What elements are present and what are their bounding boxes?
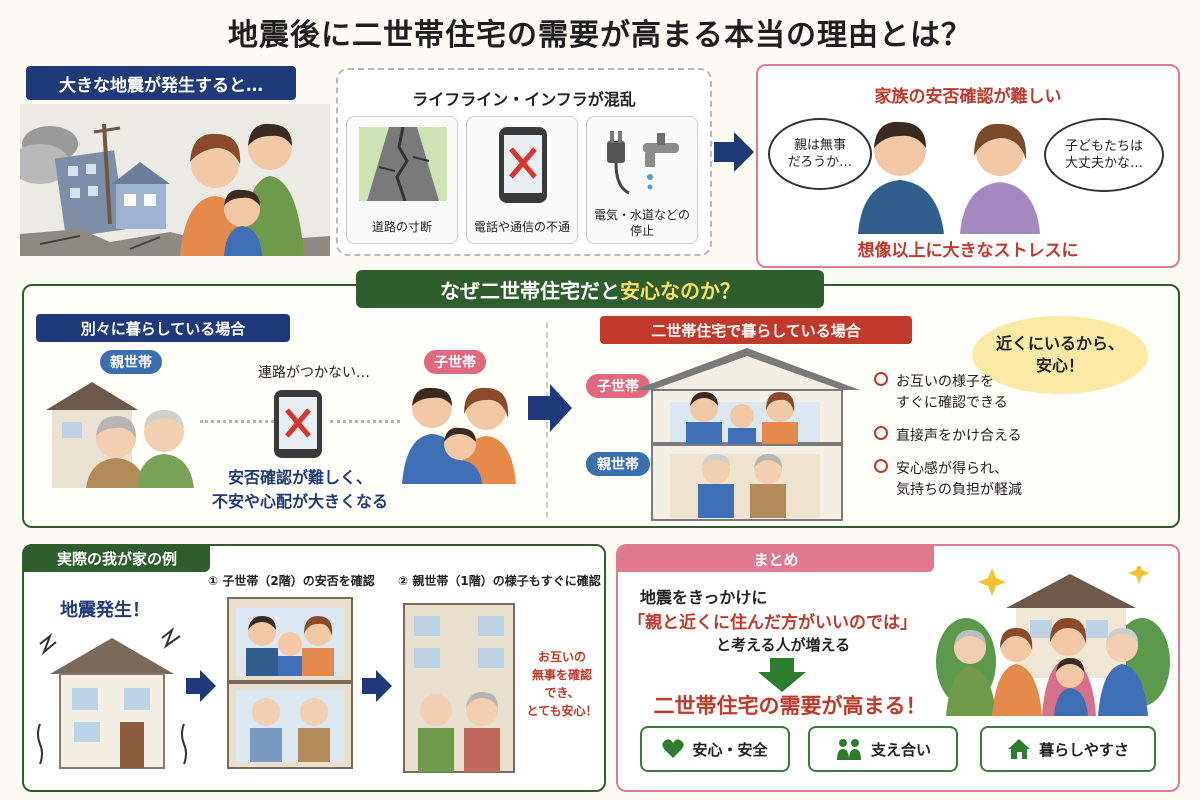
hands-people-icon — [836, 739, 861, 760]
benefit-item: 直接声をかけ合える — [874, 426, 1164, 447]
tag-livability: 暮らしやすさ — [980, 726, 1156, 772]
benefit-item: お互いの様子を すぐに確認できる — [874, 372, 1164, 414]
arrow-right-icon — [714, 132, 754, 172]
dotted-line-right — [330, 420, 400, 423]
page-title: 地震後に二世帯住宅の需要が高まる本当の理由とは？ — [228, 18, 972, 53]
cracked-road-icon — [359, 127, 447, 201]
why-banner-text: なぜ二世帯住宅だと — [440, 278, 620, 303]
benefit-item: 安心感が得られ、 気持ちの負担が軽減 — [874, 459, 1164, 501]
tag-safety-label: 安心・安全 — [692, 740, 768, 759]
family-safety-title: 家族の安否確認が難しい — [874, 87, 1062, 107]
tag-support: 支え合い — [808, 726, 958, 772]
benefit-text: 安心感が得られ、 気持ちの負担が軽減 — [896, 461, 1022, 498]
benefit-text: 直接声をかけ合える — [896, 428, 1022, 444]
card-label-phone: 電話や通信の不通 — [473, 220, 570, 234]
arrow-right-icon — [186, 670, 216, 702]
lifeline-title: ライフライン・インフラが混乱 — [412, 90, 636, 109]
parent-household-tag: 親世帯 — [100, 350, 162, 374]
circle-bullet-icon — [874, 426, 888, 440]
house-child-tag: 子世帯 — [586, 374, 650, 398]
speech-bubble-parents: 親は無事 だろうか… — [768, 118, 872, 190]
summary-line2: 「親と近くに住んだ方がいいのでは」 — [628, 613, 917, 633]
summary-label: まとめ — [618, 546, 934, 572]
grandparents-house-illustration — [46, 382, 194, 488]
card-label-road: 道路の寸断 — [371, 220, 432, 234]
house-shaking-illustration — [37, 626, 187, 769]
house-icon — [1008, 739, 1031, 759]
arrow-down-icon — [758, 658, 806, 692]
worried-couple-illustration — [858, 121, 1040, 234]
card-phone: 電話や通信の不通 — [466, 116, 578, 244]
benefits-list: お互いの様子を すぐに確認できる 直接声をかけ合える 安心感が得られ、 気持ちの… — [874, 372, 1164, 501]
why-banner: なぜ二世帯住宅だと安心なのか？ — [356, 270, 824, 308]
separate-living-label: 別々に暮らしている場合 — [36, 314, 290, 342]
quake-text: 地震発生！ — [60, 600, 150, 621]
card-label-utilities: 電気・水道などの 停止 — [593, 208, 690, 238]
relief-note: お互いの 無事を確認 でき、 とても安心！ — [526, 650, 598, 718]
speech-bubble-children: 子どもたちは 大丈夫かな… — [1044, 118, 1164, 192]
multi-generation-family-illustration — [936, 566, 1170, 716]
summary-line1: 地震をきっかけに — [640, 588, 768, 607]
relief-bubble: 近くにいるから、 安心！ — [972, 316, 1148, 394]
separate-living-caption: 安否確認が難しく、 不安や心配が大きくなる — [211, 468, 388, 511]
step2-house-illustration — [403, 603, 515, 773]
step2-text: ② 親世帯（1階）の様子もすぐに確認 — [398, 574, 601, 588]
step1-house-illustration — [227, 597, 353, 769]
house-parent-tag: 親世帯 — [586, 452, 650, 476]
heart-icon — [662, 739, 685, 758]
why-banner-highlight: 安心なのか？ — [620, 278, 740, 303]
stress-caption: 想像以上に大きなストレスに — [857, 241, 1079, 261]
child-household-tag: 子世帯 — [424, 350, 486, 374]
no-contact-text: 連路がつかない… — [258, 365, 370, 381]
section-label-earthquake: 大きな地震が発生すると… — [26, 66, 296, 100]
two-generation-label: 二世帯住宅で暮らしている場合 — [600, 316, 912, 344]
arrow-right-icon — [362, 670, 392, 702]
plug-faucet-icon — [607, 131, 679, 195]
tag-safety: 安心・安全 — [640, 726, 790, 772]
two-generation-house-illustration — [634, 348, 860, 521]
young-family-illustration — [402, 387, 516, 484]
phone-x-icon — [274, 390, 322, 458]
dotted-line-left — [200, 420, 280, 423]
step1-text: ① 子世帯（2階）の安否を確認 — [208, 574, 375, 588]
card-utilities: 電気・水道などの 停止 — [586, 116, 698, 244]
card-road: 道路の寸断 — [346, 116, 458, 244]
circle-bullet-icon — [874, 372, 888, 386]
tag-livability-label: 暮らしやすさ — [1039, 740, 1129, 759]
arrow-right-icon — [528, 384, 572, 432]
phone-x-icon — [499, 127, 547, 203]
benefit-text: お互いの様子を すぐに確認できる — [896, 374, 1008, 411]
our-example-label: 実際の我が家の例 — [24, 544, 210, 572]
summary-line3: と考える人が増える — [716, 636, 851, 654]
circle-bullet-icon — [874, 459, 888, 473]
tag-support-label: 支え合い — [870, 740, 931, 759]
earthquake-family-illustration — [20, 104, 330, 256]
summary-conclusion: 二世帯住宅の需要が高まる！ — [653, 694, 927, 718]
